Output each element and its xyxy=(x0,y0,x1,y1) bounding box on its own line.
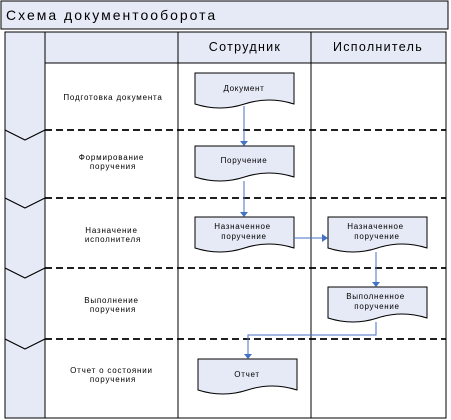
document-shape-assigned-employee: Назначенное поручение xyxy=(194,216,295,253)
stage-label-line: Выполнение xyxy=(84,296,139,305)
document-label: Поручение xyxy=(221,156,268,165)
stage-label-line: Формирование xyxy=(79,153,144,162)
header-row xyxy=(44,31,447,64)
document-label-line: поручение xyxy=(354,232,399,241)
lane-header-employee: Сотрудник xyxy=(209,40,281,54)
title-bar xyxy=(0,0,449,30)
stage-label-line: поручения xyxy=(90,305,136,314)
document-label-line: Документ xyxy=(223,84,264,93)
document-label-line: Назначенное xyxy=(347,222,404,231)
connectors xyxy=(243,106,377,354)
document-label: Выполненное поручение xyxy=(346,292,408,311)
document-shape-assigned-executor: Назначенное поручение xyxy=(327,216,428,253)
document-shape-completed: Выполненное поручение xyxy=(327,286,428,323)
arrowhead xyxy=(244,354,252,359)
stage-label-report: Отчет о состоянии поручения xyxy=(70,366,156,384)
stage-label-execution: Выполнение поручения xyxy=(84,296,142,314)
phase-chevron xyxy=(4,338,46,350)
phase-chevron xyxy=(4,267,46,279)
document-label: Назначенное поручение xyxy=(214,222,274,241)
phase-chevron xyxy=(4,197,46,209)
document-shape-order: Поручение xyxy=(194,145,295,182)
document-shape-report: Отчет xyxy=(197,358,298,395)
arrowhead xyxy=(240,141,248,146)
stage-label-line: поручения xyxy=(90,375,136,384)
arrowhead xyxy=(240,212,248,217)
document-label-line: Поручение xyxy=(221,156,268,165)
diagram-title: Схема документооборота xyxy=(6,7,217,23)
stage-label-forming: Формирование поручения xyxy=(79,153,147,171)
document-label: Отчет xyxy=(234,370,259,379)
phase-band xyxy=(4,31,46,419)
stage-label-line: Назначение xyxy=(85,226,137,235)
stage-label-line: поручения xyxy=(90,162,136,171)
stage-label-preparation: Подготовка документа xyxy=(63,93,162,102)
connector-arrow xyxy=(247,322,377,354)
stage-label-assignment: Назначение исполнителя xyxy=(85,226,141,244)
document-label: Документ xyxy=(223,84,264,93)
document-label-line: поручение xyxy=(221,232,266,241)
stage-label-line: исполнителя xyxy=(85,235,141,244)
document-shape-document: Документ xyxy=(194,72,295,109)
stage-label-line: Отчет о состоянии xyxy=(70,366,153,375)
document-label-line: Назначенное xyxy=(214,222,271,231)
arrowheads xyxy=(240,141,380,359)
phase-chevron xyxy=(4,129,46,141)
arrowhead xyxy=(322,234,328,242)
document-label-line: Отчет xyxy=(234,370,259,379)
document-label: Назначенное поручение xyxy=(347,222,407,241)
document-label-line: Выполненное xyxy=(346,292,405,301)
lane-header-executor: Исполнитель xyxy=(333,40,423,54)
arrowhead xyxy=(372,282,380,287)
stage-label-line: Подготовка документа xyxy=(63,93,162,102)
document-label-line: поручение xyxy=(354,302,399,311)
